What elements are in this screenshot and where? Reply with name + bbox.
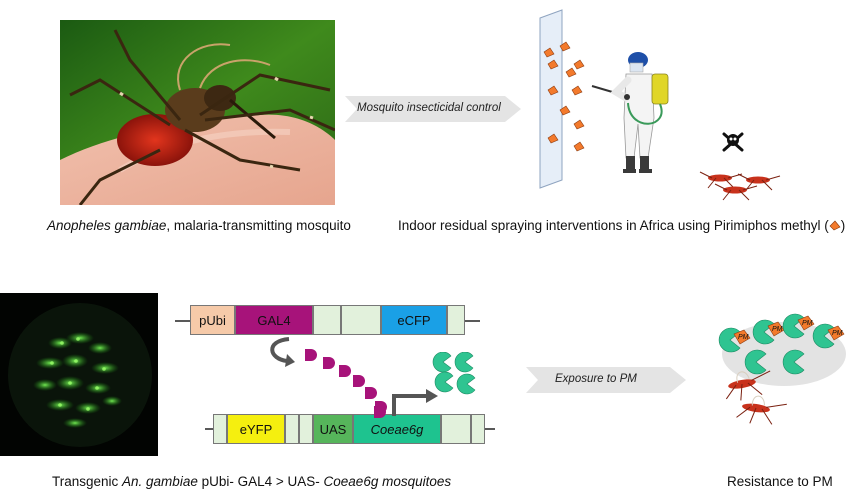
spray-caption-text: Indoor residual spraying interventions i…	[398, 218, 829, 233]
transgenic-caption-part3: pUbi- GAL4 > UAS-	[197, 474, 324, 489]
pm-drops-wall	[543, 41, 585, 152]
skull-crossbones-icon	[722, 132, 744, 152]
uas-element: UAS	[313, 414, 353, 444]
insecticidal-control-label: Mosquito insecticidal control	[357, 102, 501, 114]
pm-label-4: PM	[832, 330, 843, 337]
dead-mosquitoes	[699, 171, 781, 201]
resistance-caption: Resistance to PM	[727, 474, 833, 489]
transgenic-caption-part1: Transgenic	[52, 474, 123, 489]
resistant-mosquitoes	[725, 370, 787, 425]
transgenic-caption-species: An. gambiae	[122, 474, 198, 489]
gal4-gene: GAL4	[235, 305, 313, 335]
pm-label-1: PM	[738, 334, 749, 341]
pm-label-2: PM	[772, 326, 783, 333]
pm-drop-icon	[829, 220, 841, 231]
construct-2-spacer-c	[441, 414, 471, 444]
exposure-arrow	[526, 367, 686, 393]
transcription-start	[374, 389, 438, 418]
mosquito-caption: Anopheles gambiae, malaria-transmitting …	[47, 218, 351, 233]
construct-2-spacer-b	[299, 414, 313, 444]
coeae6g-enzymes	[432, 352, 476, 395]
insecticidal-control-arrow	[345, 96, 521, 122]
spray-scene	[539, 9, 781, 201]
construct-2-spacer-a	[285, 414, 299, 444]
construct-2-end	[471, 414, 485, 444]
construct-2-start	[213, 414, 227, 444]
mosquito-photo	[60, 20, 335, 205]
construct-1-spacer-b	[341, 305, 381, 335]
pubi-promoter: pUbi	[190, 305, 235, 335]
mosquito-caption-rest: , malaria-transmitting mosquito	[166, 218, 351, 233]
resistance-scene: PM PM PM PM	[718, 313, 846, 425]
bound-gal4	[374, 406, 386, 418]
construct-1-spacer-a	[313, 305, 341, 335]
gal4-expression	[270, 337, 387, 413]
transgenic-caption: Transgenic An. gambiae pUbi- GAL4 > UAS-…	[52, 474, 451, 489]
mosquito-caption-species: Anopheles gambiae	[47, 218, 167, 233]
transcription-arrow-icon	[426, 389, 438, 403]
transgenic-caption-gene: Coeae6g mosquitoes	[323, 474, 452, 489]
sprayer-person	[591, 52, 669, 173]
coeae6g-gene: Coeae6g	[353, 414, 441, 444]
eyfp-gene: eYFP	[227, 414, 285, 444]
pm-label-3: PM	[802, 320, 813, 327]
ecfp-gene: eCFP	[381, 305, 447, 335]
spray-caption-close: )	[840, 218, 846, 233]
construct-1-end	[447, 305, 465, 335]
transgenic-larvae-photo	[0, 293, 158, 456]
exposure-label: Exposure to PM	[555, 373, 637, 385]
spray-caption: Indoor residual spraying interventions i…	[398, 218, 845, 233]
